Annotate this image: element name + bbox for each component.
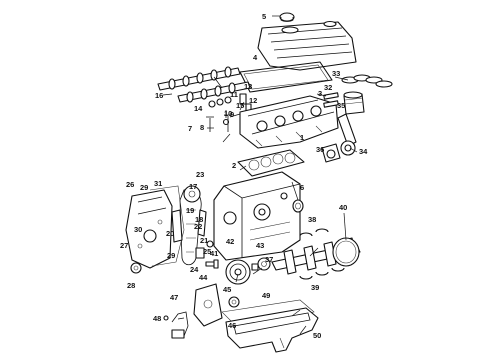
camshaft-intake bbox=[177, 81, 251, 103]
callout-36: 36 bbox=[316, 145, 324, 154]
callout-7: 7 bbox=[188, 124, 192, 133]
callout-35: 35 bbox=[337, 101, 345, 110]
valve-cover bbox=[257, 20, 357, 71]
callout-44: 44 bbox=[199, 273, 208, 282]
front-seal bbox=[130, 262, 142, 274]
pulley-bolt bbox=[205, 259, 219, 269]
callout-24: 24 bbox=[190, 265, 199, 274]
callout-20: 20 bbox=[166, 229, 174, 238]
callout-18: 18 bbox=[195, 215, 203, 224]
callout-42: 42 bbox=[226, 237, 234, 246]
callout-28: 28 bbox=[127, 281, 135, 290]
tensioner bbox=[195, 240, 214, 259]
callout-45: 45 bbox=[223, 285, 231, 294]
callout-19: 19 bbox=[186, 206, 194, 215]
callout-labels: 5 4 33 32 3 16 13 11 12 15 14 10 9 8 7 3… bbox=[120, 12, 368, 340]
piston-rings bbox=[341, 74, 393, 88]
callout-1: 1 bbox=[300, 133, 304, 142]
piston bbox=[343, 91, 365, 115]
camshaft-exhaust bbox=[157, 66, 241, 91]
callout-10: 10 bbox=[224, 109, 232, 118]
oil-pump-drive bbox=[228, 296, 240, 308]
oil-pump bbox=[193, 283, 223, 327]
callout-47: 47 bbox=[170, 293, 178, 302]
oil-filler-cap bbox=[279, 12, 295, 22]
harmonic-balancer bbox=[225, 259, 251, 285]
callout-22: 22 bbox=[194, 222, 202, 231]
callout-14: 14 bbox=[194, 104, 203, 113]
callout-15: 15 bbox=[236, 101, 244, 110]
engine-block bbox=[213, 171, 301, 261]
head-gasket bbox=[237, 149, 305, 177]
callout-43: 43 bbox=[256, 241, 264, 250]
callout-8: 8 bbox=[200, 123, 204, 132]
block-seal bbox=[292, 199, 304, 213]
cylinder-head bbox=[239, 95, 339, 149]
callout-3: 3 bbox=[318, 89, 322, 98]
callout-39: 39 bbox=[311, 283, 319, 292]
callout-13: 13 bbox=[244, 82, 252, 91]
oil-pickup-tube bbox=[163, 311, 189, 339]
callout-11: 11 bbox=[230, 90, 238, 99]
rear-main-seal bbox=[332, 237, 360, 267]
leader-lines bbox=[162, 15, 358, 335]
callout-38: 38 bbox=[308, 215, 316, 224]
callout-27: 27 bbox=[120, 241, 128, 250]
callout-12: 12 bbox=[249, 96, 257, 105]
callout-41: 41 bbox=[210, 249, 218, 258]
callout-31: 31 bbox=[154, 179, 162, 188]
main-bearings bbox=[299, 228, 345, 280]
callout-5: 5 bbox=[262, 12, 266, 21]
callout-26: 26 bbox=[126, 180, 134, 189]
callout-34: 34 bbox=[359, 147, 368, 156]
valve-train-parts bbox=[206, 93, 252, 132]
callout-32: 32 bbox=[324, 83, 332, 92]
chain-guide bbox=[171, 209, 207, 243]
timing-cover-gasket bbox=[149, 185, 185, 267]
callout-46: 46 bbox=[228, 321, 236, 330]
connecting-rod bbox=[321, 113, 357, 163]
callout-21: 21 bbox=[200, 236, 208, 245]
oil-pan bbox=[225, 307, 319, 353]
callout-2: 2 bbox=[232, 161, 236, 170]
callout-25: 25 bbox=[203, 247, 211, 256]
callout-9: 9 bbox=[230, 110, 234, 119]
callout-49: 49 bbox=[262, 291, 270, 300]
piston-pin bbox=[323, 92, 339, 108]
callout-37: 37 bbox=[265, 255, 273, 264]
spacer bbox=[251, 263, 259, 271]
callout-6: 6 bbox=[300, 183, 304, 192]
callout-40: 40 bbox=[339, 203, 347, 212]
callout-50: 50 bbox=[313, 331, 321, 340]
callout-30: 30 bbox=[134, 225, 142, 234]
callout-29: 29 bbox=[140, 183, 148, 192]
callout-17: 17 bbox=[189, 182, 197, 191]
callout-29b: 29 bbox=[167, 251, 175, 260]
callout-23: 23 bbox=[196, 170, 204, 179]
timing-cover bbox=[125, 189, 173, 269]
callout-48: 48 bbox=[153, 314, 161, 323]
callout-4: 4 bbox=[253, 53, 258, 62]
callout-33: 33 bbox=[332, 69, 340, 78]
cam-sprocket bbox=[183, 185, 201, 203]
callout-16: 16 bbox=[155, 91, 163, 100]
